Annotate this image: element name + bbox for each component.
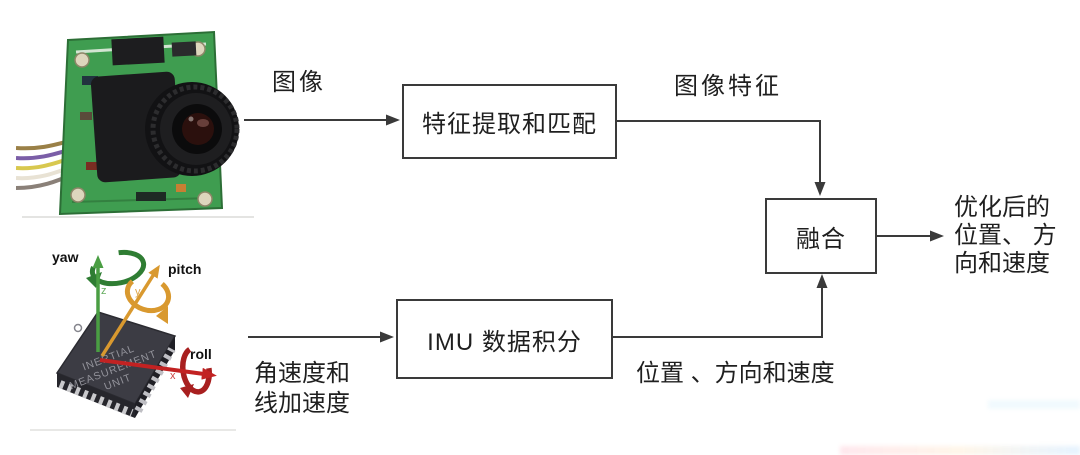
roll-arc-arrowhead	[180, 384, 194, 398]
fusion-output-label: 优化后的 位置、 方 向和速度	[954, 194, 1066, 278]
roll-label: roll	[190, 346, 212, 362]
imu-chip-photo: INERTIAL MEASUREMENT UNIT yaw pitch roll…	[30, 249, 236, 431]
imu-input-label-line1: 角速度和	[254, 360, 350, 387]
imu-input-flow-label: 角速度和 线加速度	[254, 359, 374, 419]
output-label-line2: 位置、 方	[954, 222, 1057, 249]
connector-feature-to-fusion	[615, 120, 826, 196]
chip-pin1-mark	[73, 323, 83, 333]
photo-shadow-line	[22, 216, 254, 218]
image-flow-label: 图像	[272, 69, 326, 96]
pitch-arc-arrowhead	[156, 306, 168, 324]
x-axis-arrow	[99, 358, 217, 380]
output-label-line1: 优化后的	[954, 194, 1050, 221]
fusion-label: 融合	[796, 225, 846, 253]
feature-extraction-box: 特征提取和匹配	[402, 84, 617, 159]
yaw-label: yaw	[52, 249, 79, 265]
x-axis-letter: x	[170, 370, 176, 382]
z-axis-letter: z	[101, 285, 107, 297]
output-label-line3: 向和速度	[954, 250, 1050, 277]
yaw-rotation-arc	[89, 249, 147, 287]
chip-pins-right	[134, 347, 176, 413]
photo-shadow-line	[30, 429, 236, 431]
pcb-components	[80, 36, 197, 201]
camera-module-photo	[16, 30, 254, 218]
pitch-rotation-arc	[124, 274, 172, 314]
connector-integration-to-fusion	[611, 274, 828, 338]
image-feature-flow-label: 图像特征	[674, 73, 782, 100]
camera-lens-barrel	[145, 82, 240, 176]
y-axis-arrow	[100, 264, 160, 357]
fusion-box: 融合	[765, 198, 877, 274]
imu-integration-box: IMU 数据积分	[396, 299, 613, 379]
y-axis-letter: y	[135, 286, 141, 298]
pitch-label: pitch	[168, 261, 201, 277]
imu-input-label-line2: 线加速度	[254, 390, 350, 417]
imu-chip-body	[55, 311, 177, 418]
feature-extraction-label: 特征提取和匹配	[422, 111, 597, 138]
imu-output-flow-label: 位置 、方向和速度	[636, 360, 835, 387]
imu-integration-label: IMU 数据积分	[427, 328, 582, 356]
